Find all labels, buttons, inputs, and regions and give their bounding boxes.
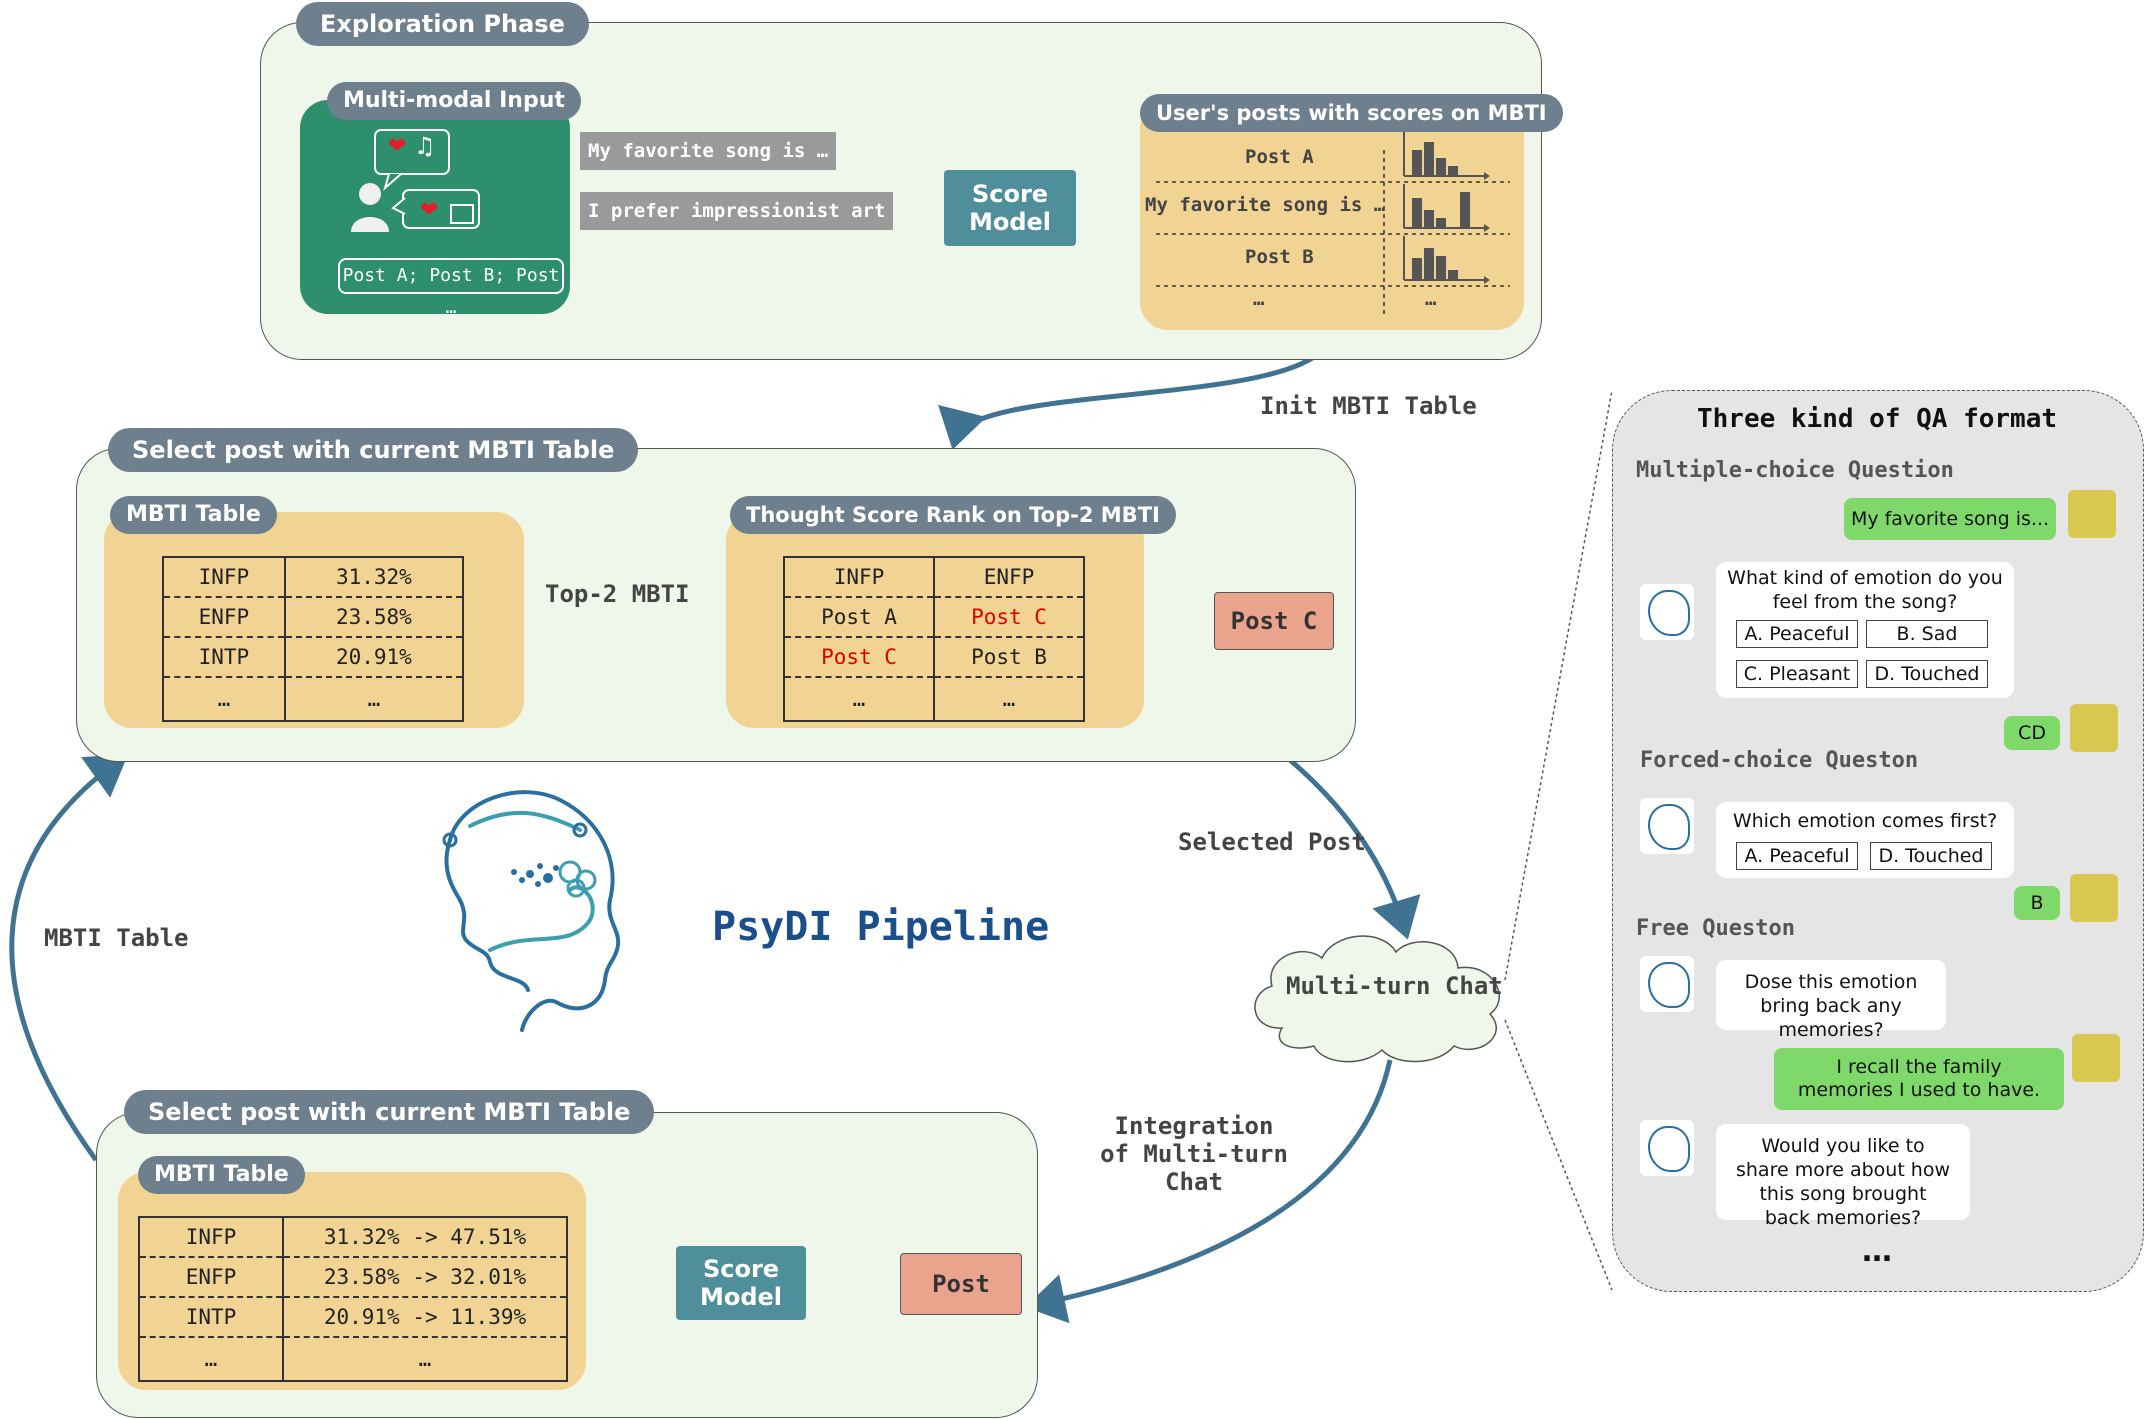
heart-icon: ❤	[420, 198, 439, 223]
brain-head-icon	[442, 790, 621, 1032]
user-avatar	[2068, 490, 2116, 538]
input-posts-label: Post A; Post B; Post …	[338, 258, 564, 318]
score-model-top: Score Model	[944, 170, 1076, 246]
user-avatar	[2070, 704, 2118, 752]
post-row: …	[1425, 288, 1437, 310]
user-icon	[351, 129, 480, 232]
art-pill: I prefer impressionist art	[580, 192, 894, 230]
post-row: Post B	[1245, 246, 1314, 268]
picture-icon	[450, 204, 474, 224]
bot-face-icon	[1648, 590, 1690, 636]
music-note-icon: ♫	[414, 132, 436, 160]
top2-label: Top-2 MBTI	[545, 580, 690, 608]
rank-title: Thought Score Rank on Top-2 MBTI	[730, 496, 1176, 534]
qa-title: Three kind of QA format	[1696, 404, 2058, 434]
free-user-bubble: I recall the family memories I used to h…	[1774, 1048, 2064, 1110]
fc-option-a[interactable]: A. Peaceful	[1736, 842, 1858, 870]
mc-option-b[interactable]: B. Sad	[1866, 620, 1988, 648]
pipeline-title: PsyDI Pipeline	[712, 904, 1050, 950]
mbti-table-title-bottom: MBTI Table	[138, 1156, 305, 1194]
free-question-2: Would you like to share more about how t…	[1716, 1124, 1970, 1229]
multi-turn-chat-label: Multi-turn Chat	[1286, 972, 1503, 1000]
mc-option-c[interactable]: C. Pleasant	[1736, 660, 1858, 688]
bot-face-icon	[1648, 1126, 1690, 1172]
chat-cloud	[1254, 935, 1500, 1063]
mc-answer-bubble: CD	[2004, 716, 2060, 750]
free-heading: Free Queston	[1636, 916, 1795, 941]
mc-option-a[interactable]: A. Peaceful	[1736, 620, 1858, 648]
mc-user-bubble: My favorite song is...	[1844, 498, 2056, 540]
mc-heading: Multiple-choice Question	[1636, 458, 1954, 483]
user-avatar	[2072, 1034, 2120, 1082]
post-row: Post A	[1245, 146, 1314, 168]
table-row: ……	[783, 677, 1085, 722]
mini-bar-chart-icon	[1403, 236, 1490, 284]
posts-score-lines	[1156, 150, 1510, 314]
table-row: ……	[162, 677, 465, 722]
posts-scores-title: User's posts with scores on MBTI	[1140, 94, 1563, 132]
bot-face-icon	[1648, 804, 1690, 850]
fc-answer-bubble: B	[2014, 886, 2060, 920]
qa-more-dots: …	[1862, 1234, 1892, 1269]
score-model-bottom: Score Model	[676, 1246, 806, 1320]
free-question-1: Dose this emotion bring back any memorie…	[1716, 960, 1946, 1041]
post-row: My favorite song is …	[1145, 194, 1386, 216]
user-avatar	[2070, 874, 2118, 922]
select-bottom-title: Select post with current MBTI Table	[124, 1090, 655, 1134]
table-row: ……	[138, 1337, 568, 1382]
post-c-result: Post C	[1214, 592, 1334, 650]
integration-label: Integration of Multi-turn Chat	[1100, 1112, 1288, 1196]
bot-face-icon	[1648, 962, 1690, 1008]
fc-question-text: Which emotion comes first?	[1732, 810, 1998, 832]
fc-heading: Forced-choice Queston	[1640, 748, 1919, 773]
init-mbti-label: Init MBTI Table	[1260, 392, 1477, 420]
mini-bar-chart-icon	[1403, 184, 1490, 232]
multimodal-input-box	[300, 100, 570, 314]
song-pill: My favorite song is …	[580, 132, 837, 170]
fc-option-d[interactable]: D. Touched	[1870, 842, 1992, 870]
post-row: …	[1253, 288, 1265, 310]
mc-question-text: What kind of emotion do you feel from th…	[1727, 567, 2003, 613]
mbti-table-title-top: MBTI Table	[110, 496, 277, 534]
post-box: Post	[900, 1253, 1022, 1315]
mini-bar-chart-icon	[1403, 132, 1490, 180]
select-top-title: Select post with current MBTI Table	[108, 428, 639, 472]
heart-icon: ❤	[388, 134, 407, 159]
mc-option-d[interactable]: D. Touched	[1866, 660, 1988, 688]
exploration-title: Exploration Phase	[296, 2, 589, 46]
left-mbti-label: MBTI Table	[44, 924, 189, 952]
selected-post-label: Selected Post	[1178, 828, 1366, 856]
multimodal-input-title: Multi-modal Input	[327, 82, 581, 120]
